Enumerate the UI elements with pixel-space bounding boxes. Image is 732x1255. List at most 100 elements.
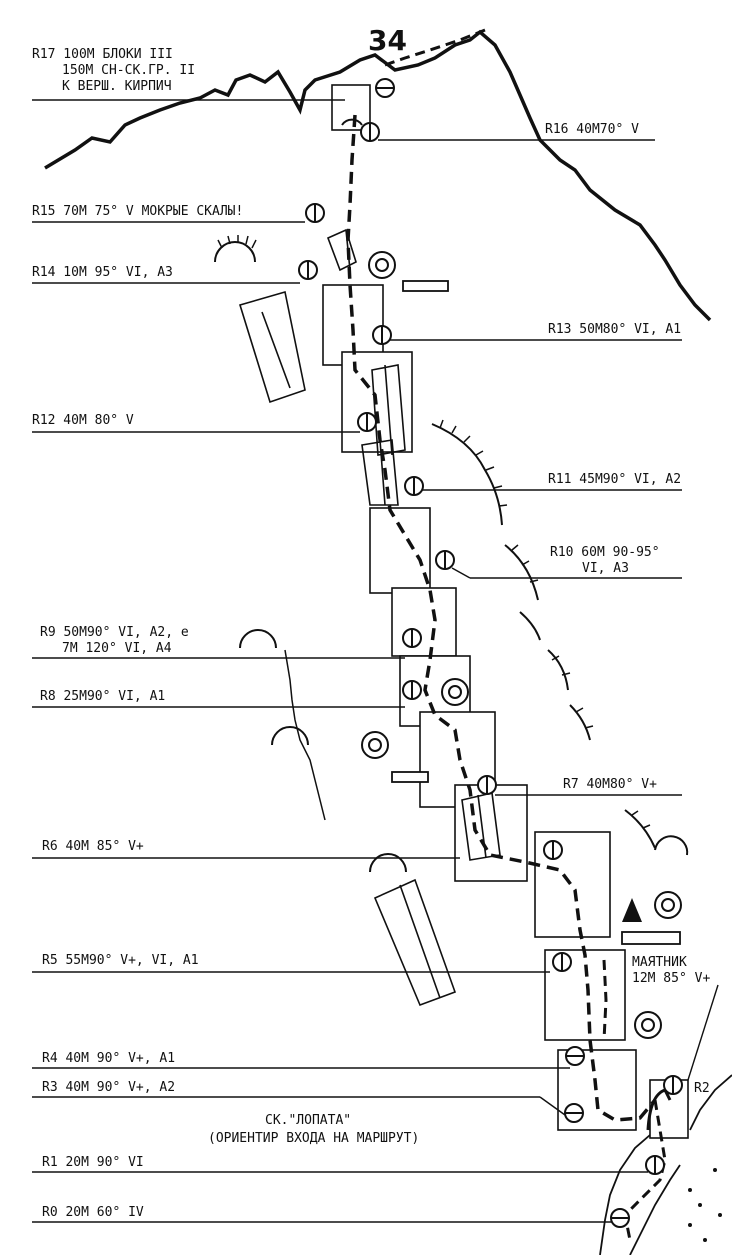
belay-r12 bbox=[357, 412, 377, 432]
label-r6: R6 40M 85° V+ bbox=[42, 839, 144, 854]
label-lopata-line2: (ОРИЕНТИР ВХОДА НА МАРШРУТ) bbox=[208, 1131, 419, 1146]
overhang-ticks bbox=[217, 235, 651, 829]
belay-r13 bbox=[372, 325, 392, 345]
descent-path bbox=[384, 28, 486, 67]
label-r17-line1: R17 100M БЛОКИ III bbox=[32, 47, 173, 62]
scree-dots bbox=[688, 1168, 722, 1242]
dihedral bbox=[326, 228, 357, 272]
belay-r16 bbox=[360, 122, 380, 142]
overhang-mark bbox=[369, 853, 407, 873]
label-r16: R16 40M70° V bbox=[545, 122, 639, 137]
belay-r14 bbox=[298, 260, 318, 280]
scree bbox=[703, 1238, 707, 1242]
bolt bbox=[654, 891, 682, 919]
belay-r3 bbox=[564, 1103, 584, 1123]
belay-r1 bbox=[645, 1155, 665, 1175]
belay-r17 bbox=[375, 78, 395, 98]
label-r0: R0 20M 60° IV bbox=[42, 1205, 144, 1220]
dihedral bbox=[238, 290, 306, 404]
label-r10-line1: R10 60M 90-95° bbox=[550, 545, 660, 560]
bolt bbox=[368, 251, 396, 279]
overhang-mark bbox=[431, 423, 503, 526]
label-r10-line2: VI, A3 bbox=[582, 561, 629, 576]
belay-r0 bbox=[610, 1208, 630, 1228]
label-r9-line2: 7M 120° VI, A4 bbox=[62, 641, 172, 656]
label-r12: R12 40M 80° V bbox=[32, 413, 134, 428]
label-r11: R11 45M90° VI, A2 bbox=[548, 472, 681, 487]
dihedrals bbox=[238, 228, 501, 1007]
ground-contour bbox=[599, 1074, 732, 1255]
hatch-ticks bbox=[511, 544, 539, 583]
label-lopata-line1: СК."ЛОПАТА" bbox=[265, 1113, 351, 1128]
bolt-inner bbox=[661, 898, 675, 912]
hatch-ticks bbox=[217, 235, 257, 249]
scree bbox=[688, 1188, 692, 1192]
route-line bbox=[346, 114, 657, 1122]
overhangs bbox=[214, 118, 689, 873]
hatch-ticks bbox=[631, 810, 651, 829]
belay-r4 bbox=[565, 1046, 585, 1066]
label-r2: R2 bbox=[694, 1081, 710, 1096]
scree bbox=[718, 1213, 722, 1217]
route-number: 34 bbox=[368, 24, 407, 57]
label-r4: R4 40M 90° V+, A1 bbox=[42, 1051, 175, 1066]
belay-r9 bbox=[402, 628, 422, 648]
bolt bbox=[441, 678, 469, 706]
overhang-mark bbox=[271, 726, 309, 746]
belay-r10 bbox=[435, 550, 455, 570]
pitch-box bbox=[391, 587, 457, 657]
belay-r11 bbox=[404, 476, 424, 496]
bolt-inner bbox=[448, 685, 462, 699]
label-r17-line2: 150M СН-СК.ГР. II bbox=[62, 63, 195, 78]
belay-r15 bbox=[305, 203, 325, 223]
label-r17-line3: К ВЕРШ. КИРПИЧ bbox=[62, 79, 172, 94]
overhang-mark bbox=[519, 611, 541, 641]
label-pendulum-line2: 12M 85° V+ bbox=[632, 971, 710, 986]
scree bbox=[688, 1223, 692, 1227]
label-r13: R13 50M80° VI, A1 bbox=[548, 322, 681, 337]
crack-line bbox=[284, 649, 326, 821]
overhang-mark bbox=[341, 118, 363, 126]
bolt-inner bbox=[368, 738, 382, 752]
bolt bbox=[634, 1011, 662, 1039]
hatch-ticks bbox=[575, 707, 594, 729]
pyramid-marker bbox=[622, 898, 642, 922]
scree bbox=[713, 1168, 717, 1172]
overhang-mark bbox=[547, 649, 569, 691]
ledge bbox=[621, 931, 681, 945]
bolt-inner bbox=[641, 1018, 655, 1032]
dihedral bbox=[373, 878, 457, 1007]
label-r9-line1: R9 50M90° VI, A2, e bbox=[40, 625, 189, 640]
belay-r5 bbox=[552, 952, 572, 972]
pitch-labels: R17 100M БЛОКИ III 150M СН-СК.ГР. II К В… bbox=[32, 47, 710, 1220]
ledge bbox=[402, 280, 449, 292]
overhang-mark bbox=[569, 704, 591, 741]
label-r7: R7 40M80° V+ bbox=[563, 777, 657, 792]
belay-r8 bbox=[402, 680, 422, 700]
bolt-inner bbox=[375, 258, 389, 272]
hatch-ticks bbox=[551, 655, 571, 676]
overhang-mark bbox=[504, 544, 539, 601]
label-r14: R14 10M 95° VI, A3 bbox=[32, 265, 173, 280]
leader-lines bbox=[32, 99, 719, 1223]
overhang-mark bbox=[654, 835, 689, 856]
label-pendulum-line1: МАЯТНИК bbox=[632, 955, 687, 970]
label-r1: R1 20M 90° VI bbox=[42, 1155, 144, 1170]
leader-pendulum bbox=[687, 984, 719, 1081]
bolt-symbols bbox=[361, 251, 682, 1039]
ledges bbox=[391, 280, 681, 945]
leader-r3b bbox=[539, 1096, 566, 1116]
label-r5: R5 55M90° V+, VI, A1 bbox=[42, 953, 199, 968]
overhang-mark bbox=[239, 629, 277, 649]
pitch-box bbox=[369, 507, 431, 594]
hatch-ticks bbox=[439, 419, 508, 507]
route-line-alt bbox=[602, 959, 608, 1041]
label-r15: R15 70M 75° V МОКРЫЕ СКАЛЫ! bbox=[32, 204, 243, 219]
label-r3: R3 40M 90° V+, A2 bbox=[42, 1080, 175, 1095]
leader-r10 bbox=[451, 567, 471, 579]
ground-contour bbox=[629, 1164, 681, 1255]
scree bbox=[698, 1203, 702, 1207]
overhang-mark bbox=[624, 809, 656, 849]
